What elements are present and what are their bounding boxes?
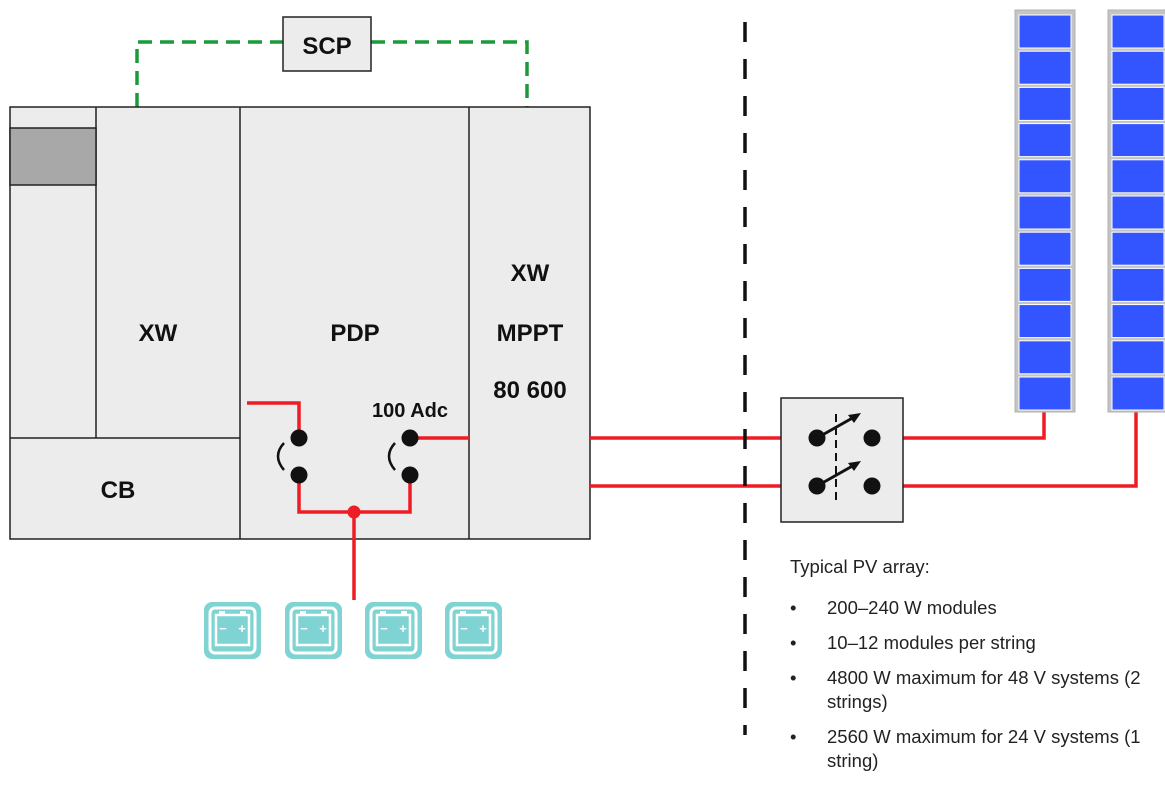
network-cable xyxy=(135,40,529,107)
pv-module xyxy=(1111,340,1165,375)
pv-array-note: Typical PV array: 200–240 W modules 10–1… xyxy=(790,556,1150,784)
battery-icon: −+ xyxy=(365,602,422,659)
pv-module xyxy=(1111,159,1165,194)
dc-wiring xyxy=(247,401,1138,600)
pv-note-list: 200–240 W modules 10–12 modules per stri… xyxy=(790,596,1150,773)
pv-string-1 xyxy=(1014,9,1076,413)
battery-pos-label: + xyxy=(399,621,407,636)
pv-module xyxy=(1111,376,1165,411)
pv-module xyxy=(1018,123,1072,158)
pv-module xyxy=(1018,159,1072,194)
xw-side-panel xyxy=(9,127,97,186)
battery-icon: −+ xyxy=(285,602,342,659)
pv-module xyxy=(1018,267,1072,302)
pv-module xyxy=(1018,195,1072,230)
battery-neg-label: − xyxy=(380,621,388,636)
pv-note-item: 200–240 W modules xyxy=(790,596,1150,620)
xw-label: XW xyxy=(139,320,178,347)
mppt-label-line1: XW xyxy=(511,260,550,287)
mppt-label-line2: MPPT xyxy=(497,320,564,347)
battery-bank: −+−+−+−+ xyxy=(204,602,502,659)
battery-neg-label: − xyxy=(460,621,468,636)
battery-neg-label: − xyxy=(219,621,227,636)
breaker-rating-label: 100 Adc xyxy=(372,400,448,422)
pv-module xyxy=(1111,231,1165,266)
pv-module xyxy=(1018,14,1072,49)
battery-pos-label: + xyxy=(479,621,487,636)
pv-note-item: 2560 W maximum for 24 V systems (1 strin… xyxy=(790,725,1150,773)
battery-icon: −+ xyxy=(445,602,502,659)
pv-module xyxy=(1018,86,1072,121)
pv-disconnect-switch xyxy=(780,397,904,523)
battery-neg-label: − xyxy=(300,621,308,636)
pv-module xyxy=(1018,231,1072,266)
dc-breaker-right xyxy=(387,429,419,484)
pv-module xyxy=(1111,14,1165,49)
pv-note-heading: Typical PV array: xyxy=(790,556,930,577)
dc-breaker-left xyxy=(276,429,308,484)
battery-pos-label: + xyxy=(319,621,327,636)
scp-box: SCP xyxy=(282,16,372,72)
pv-note-item: 4800 W maximum for 48 V systems (2 strin… xyxy=(790,666,1150,714)
scp-label: SCP xyxy=(302,33,351,60)
pv-module xyxy=(1111,86,1165,121)
pv-module xyxy=(1018,50,1072,85)
pv-module xyxy=(1018,376,1072,411)
pdp-label: PDP xyxy=(330,320,379,347)
equipment-enclosure: XW CB PDP XW MPPT 80 600 100 Adc xyxy=(9,106,591,540)
pv-module xyxy=(1018,304,1072,339)
mppt-label-line3: 80 600 xyxy=(493,377,566,404)
pv-module xyxy=(1111,50,1165,85)
pv-module xyxy=(1111,304,1165,339)
battery-junction xyxy=(347,505,361,519)
pv-module xyxy=(1111,195,1165,230)
battery-pos-label: + xyxy=(238,621,246,636)
battery-icon: −+ xyxy=(204,602,261,659)
pv-module xyxy=(1111,123,1165,158)
pv-module xyxy=(1018,340,1072,375)
pv-module xyxy=(1111,267,1165,302)
pv-note-item: 10–12 modules per string xyxy=(790,631,1150,655)
pv-string-2 xyxy=(1107,9,1165,413)
cb-label: CB xyxy=(101,477,136,504)
